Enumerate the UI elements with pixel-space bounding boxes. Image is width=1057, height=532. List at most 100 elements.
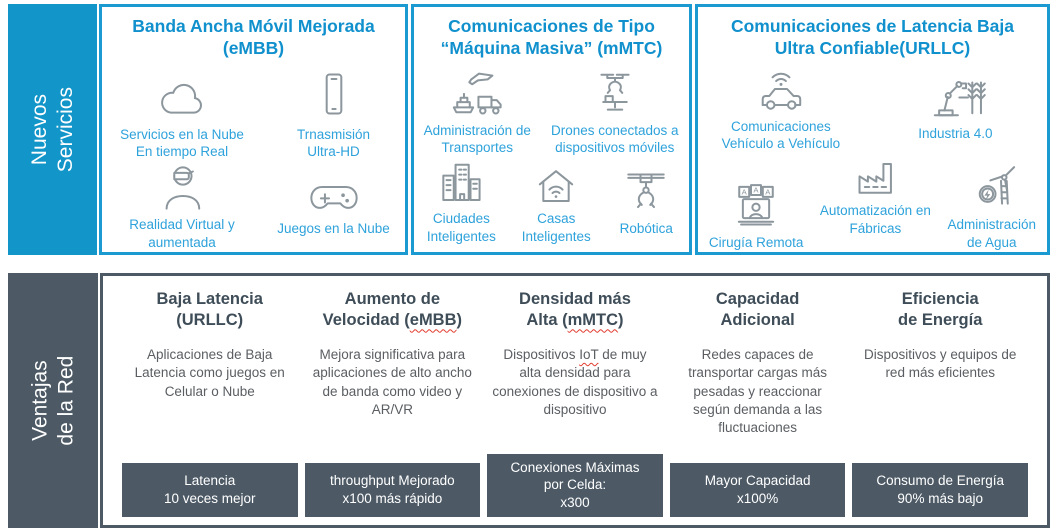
benefit-header-line2: Alta (mMTC) — [526, 311, 623, 329]
drone-icon — [586, 66, 644, 118]
service-item-industria: Industria 4.0 — [864, 71, 1047, 152]
benefit-footer-box: Conexiones Máximas por Celda: x300 — [487, 453, 663, 517]
panel-mmtc-title-line2: “Máquina Masiva” (mMTC) — [440, 37, 663, 58]
service-item-robotica: Robótica — [604, 166, 689, 245]
body-part: Dispositivos — [503, 346, 580, 362]
benefit-header-line2: de Energía — [898, 311, 982, 329]
panel-urllc: Comunicaciones de Latencia Baja Ultra Co… — [695, 4, 1050, 255]
panel-mmtc-title: Comunicaciones de Tipo “Máquina Masiva” … — [414, 16, 689, 60]
wind-turbine-energy-icon — [964, 162, 1020, 212]
benefit-header: Capacidad Adicional — [670, 289, 846, 332]
service-item-label: Automatización en Fábricas — [819, 203, 931, 236]
service-item-v2v: Comunicaciones Vehículo a Vehículo — [698, 64, 864, 153]
service-item-label: Drones conectados a dispositivos móviles — [550, 122, 679, 156]
connected-car-wifi-icon — [751, 64, 811, 114]
body-misspelled-word: IoT — [579, 346, 599, 362]
body-part: Aplicaciones de Baja Latencia como juego… — [134, 346, 285, 399]
header-part: ) — [618, 311, 624, 330]
benefit-col-capacidad-adicional: Capacidad Adicional Redes capaces de tra… — [669, 276, 846, 525]
header-part: Alta ( — [526, 311, 568, 330]
smartphone-icon — [308, 66, 360, 122]
benefit-col-densidad-alta: Densidad más Alta (mMTC) Dispositivos Io… — [487, 276, 663, 525]
service-item-gamepad: Juegos en la Nube — [262, 178, 405, 251]
service-item-cirugia: A A A Cirugía Remota — [698, 180, 814, 251]
benefit-footer-box: Mayor Capacidad x100% — [669, 463, 846, 517]
services-sidebar: Nuevos Servicios — [8, 4, 97, 255]
panel-mmtc-title-line1: Comunicaciones de Tipo — [448, 16, 655, 36]
panel-urllc-title-line2: Ultra Confiable(URLLC) — [774, 37, 971, 58]
service-panels: Banda Ancha Móvil Mejorada (eMBB) Servic… — [99, 4, 1050, 255]
service-item-ciudades: Ciudades Inteligentes — [414, 156, 509, 245]
panel-embb-title: Banda Ancha Móvil Mejorada (eMBB) — [102, 16, 405, 60]
benefit-header: Eficiencia de Energía — [852, 289, 1028, 332]
panel-embb-title-line1: Banda Ancha Móvil Mejorada — [132, 16, 375, 36]
benefit-body: Dispositivos y equipos de red más eficie… — [852, 346, 1028, 383]
service-item-agua: Administración de Agua — [936, 162, 1047, 251]
svg-text:A: A — [754, 185, 760, 194]
service-item-label: Industria 4.0 — [918, 126, 993, 142]
panel-embb-row1: Servicios en la Nube En tiempo Real Trna… — [102, 66, 405, 161]
service-item-label: Trnasmisión Ultra-HD — [297, 126, 371, 160]
service-item-cloud: Servicios en la Nube En tiempo Real — [102, 78, 262, 161]
benefit-footer-box: Consumo de Energía 90% más bajo — [852, 463, 1029, 517]
benefit-body: Redes capaces de transportar cargas más … — [670, 346, 846, 438]
header-part: ) — [456, 311, 463, 330]
benefit-header-line2: Velocidad (eMBB) — [323, 311, 462, 329]
vr-headset-person-icon — [153, 160, 211, 212]
service-item-label: Administración de Transportes — [423, 122, 531, 156]
benefit-body: Aplicaciones de Baja Latencia como juego… — [122, 346, 298, 401]
benefits-band: Ventajas de la Red Baja Latencia (URLLC)… — [8, 273, 1050, 528]
body-part: de muy alta densidad para conexiones de … — [492, 346, 658, 417]
service-item-label: Cirugía Remota — [708, 234, 804, 250]
benefit-footer-box: throughput Mejorado x100 más rápido — [304, 463, 481, 517]
remote-surgery-laptop-icon: A A A — [727, 180, 785, 230]
benefits-sidebar-line2: de la Red — [53, 355, 77, 446]
panel-embb-title-line2: (eMBB) — [222, 37, 285, 58]
benefit-col-aumento-velocidad: Aumento de Velocidad (eMBB) Mejora signi… — [304, 276, 481, 525]
body-part: Mejora significativa para aplicaciones d… — [312, 346, 472, 417]
service-item-label: Servicios en la Nube En tiempo Real — [120, 126, 244, 160]
benefit-col-eficiencia-energia: Eficiencia de Energía Dispositivos y equ… — [852, 276, 1029, 525]
panel-mmtc-row1: Administración de Transportes Drones con… — [414, 64, 689, 157]
panel-urllc-row1: Comunicaciones Vehículo a Vehículo Indus… — [698, 64, 1047, 153]
smart-home-wifi-icon — [528, 160, 584, 206]
header-part: (URLLC) — [176, 311, 244, 330]
benefit-body: Mejora significativa para aplicaciones d… — [305, 346, 481, 419]
services-band: Nuevos Servicios Banda Ancha Móvil Mejor… — [8, 4, 1050, 255]
header-part: Velocidad ( — [322, 311, 410, 330]
panel-urllc-title-line1: Comunicaciones de Latencia Baja — [730, 16, 1014, 36]
svg-text:A: A — [742, 187, 748, 196]
transport-plane-ship-truck-icon — [446, 64, 508, 118]
benefits-sidebar: Ventajas de la Red — [8, 273, 98, 528]
service-item-label: Realidad Virtual y aumentada — [129, 217, 235, 250]
benefit-header-line2: Adicional — [720, 311, 794, 329]
robot-arm-wheat-icon — [922, 71, 988, 121]
benefit-footer-text: Consumo de Energía 90% más bajo — [876, 473, 1004, 506]
services-sidebar-line2: Servicios — [53, 86, 77, 173]
cloud-icon — [151, 78, 213, 122]
service-item-fabricas: Automatización en Fábricas — [814, 152, 936, 251]
benefit-footer-text: Mayor Capacidad x100% — [704, 473, 811, 506]
panel-mmtc-row2: Ciudades Inteligentes Casas Inteligentes — [414, 156, 689, 245]
svg-text:A: A — [765, 187, 771, 196]
benefit-header-line2: (URLLC) — [176, 311, 243, 329]
benefit-header-line1: Densidad más — [519, 290, 631, 308]
benefit-header: Baja Latencia (URLLC) — [122, 289, 298, 332]
service-item-drones: Drones conectados a dispositivos móviles — [541, 66, 690, 157]
benefit-col-baja-latencia: Baja Latencia (URLLC) Aplicaciones de Ba… — [121, 276, 298, 525]
benefit-footer-text: throughput Mejorado x100 más rápido — [330, 473, 455, 506]
services-sidebar-label: Nuevos Servicios — [27, 87, 78, 172]
service-item-label: Administración de Agua — [947, 217, 1036, 250]
benefit-header-line1: Eficiencia — [901, 290, 979, 308]
factory-icon — [846, 152, 904, 198]
header-misspelled-word: mMTC — [567, 311, 619, 330]
header-part: de Energía — [898, 311, 983, 330]
benefit-header-line1: Aumento de — [344, 290, 441, 308]
benefit-header-line1: Baja Latencia — [156, 290, 263, 308]
service-item-label: Robótica — [619, 220, 673, 236]
header-misspelled-word: eMBB — [409, 311, 457, 330]
benefit-footer-text: Latencia 10 veces mejor — [163, 473, 256, 506]
benefit-footer-box: Latencia 10 veces mejor — [121, 463, 298, 517]
service-item-label: Comunicaciones Vehículo a Vehículo — [721, 118, 841, 152]
robotic-claw-icon — [619, 166, 673, 216]
